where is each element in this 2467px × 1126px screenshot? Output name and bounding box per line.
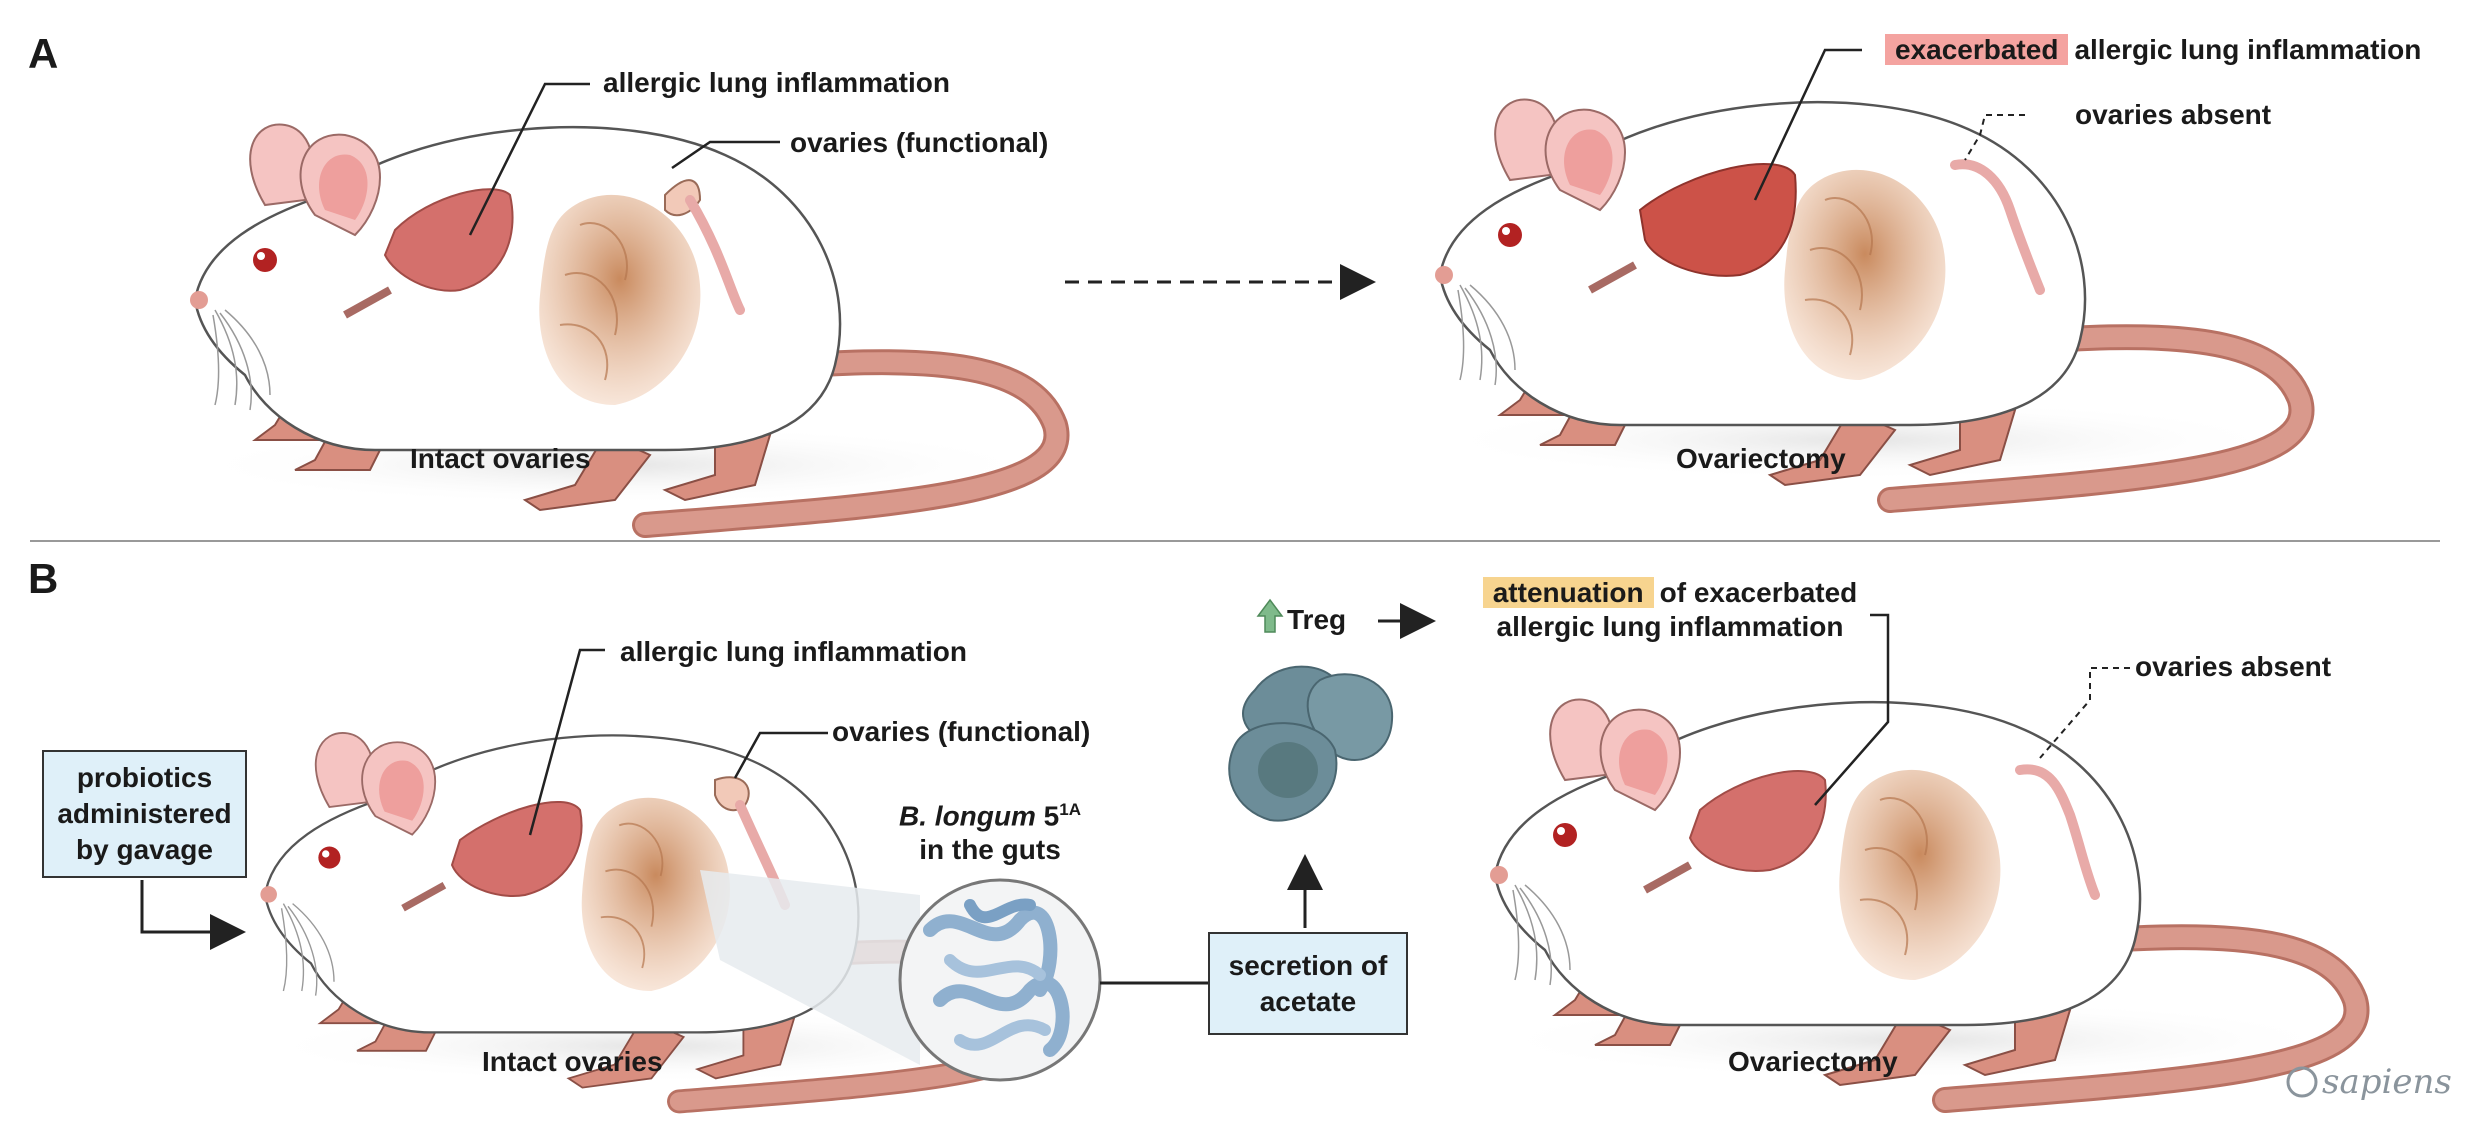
lung-b-attenuated xyxy=(1688,770,1827,872)
acetate-box: secretion of acetate xyxy=(1208,932,1408,1035)
result-line1: of exacerbated xyxy=(1659,577,1858,608)
label-b-lung: allergic lung inflammation xyxy=(620,636,967,667)
exacerbated-highlight: exacerbated xyxy=(1885,34,2069,65)
probiotics-line2: administered xyxy=(57,798,232,829)
acetate-line2: acetate xyxy=(1259,985,1357,1017)
treg-cells xyxy=(1228,665,1394,822)
panel-label-b: B xyxy=(28,555,59,602)
up-arrow-icon xyxy=(1256,598,1284,633)
caption-b-intact: Intact ovaries xyxy=(482,1046,663,1077)
bacteria-cluster xyxy=(923,898,1070,1057)
sapiens-watermark: sapiens xyxy=(2322,1062,2452,1102)
sapiens-logo-icon xyxy=(2286,1066,2318,1098)
gut-species: B. longum xyxy=(899,800,1036,832)
gut-strain: 5 xyxy=(1043,800,1060,832)
treg-label: Treg xyxy=(1287,604,1347,635)
label-a-right-lung: allergic lung inflammation xyxy=(2074,34,2422,65)
mouse-b-ovariectomy xyxy=(1485,700,2357,1100)
probiotics-line3: by gavage xyxy=(76,834,213,865)
panel-label-a: A xyxy=(28,30,59,77)
attenuation-highlight: attenuation xyxy=(1482,577,1654,608)
probiotics-box: probiotics administered by gavage xyxy=(42,750,247,878)
gut-zoom-cone xyxy=(700,870,920,1065)
label-a-ovaries-absent: ovaries absent xyxy=(2075,99,2272,130)
mouse-a-ovariectomy xyxy=(1430,100,2302,500)
lung-a-exacerbated xyxy=(1638,163,1797,277)
label-a-lung: allergic lung inflammation xyxy=(603,67,950,98)
gut-label: B. longum 51A in the guts xyxy=(890,793,1090,867)
caption-a-ovariectomy: Ovariectomy xyxy=(1676,443,1846,474)
gut-superscript: 1A xyxy=(1059,800,1081,819)
probiotics-line1: probiotics xyxy=(76,762,213,793)
mouse-b-intact xyxy=(256,733,1058,1101)
lung-b-intact xyxy=(450,801,583,897)
caption-b-ovariectomy: Ovariectomy xyxy=(1728,1046,1898,1077)
label-a-ovaries: ovaries (functional) xyxy=(790,127,1049,158)
label-b-ovaries-absent: ovaries absent xyxy=(2135,651,2332,682)
gut-line2: in the guts xyxy=(919,834,1061,866)
label-b-ovaries: ovaries (functional) xyxy=(832,716,1091,747)
caption-a-intact: Intact ovaries xyxy=(410,443,591,474)
result-line2: allergic lung inflammation xyxy=(1496,611,1844,642)
mouse-a-intact xyxy=(185,125,1057,525)
acetate-line1: secretion of xyxy=(1228,949,1388,981)
